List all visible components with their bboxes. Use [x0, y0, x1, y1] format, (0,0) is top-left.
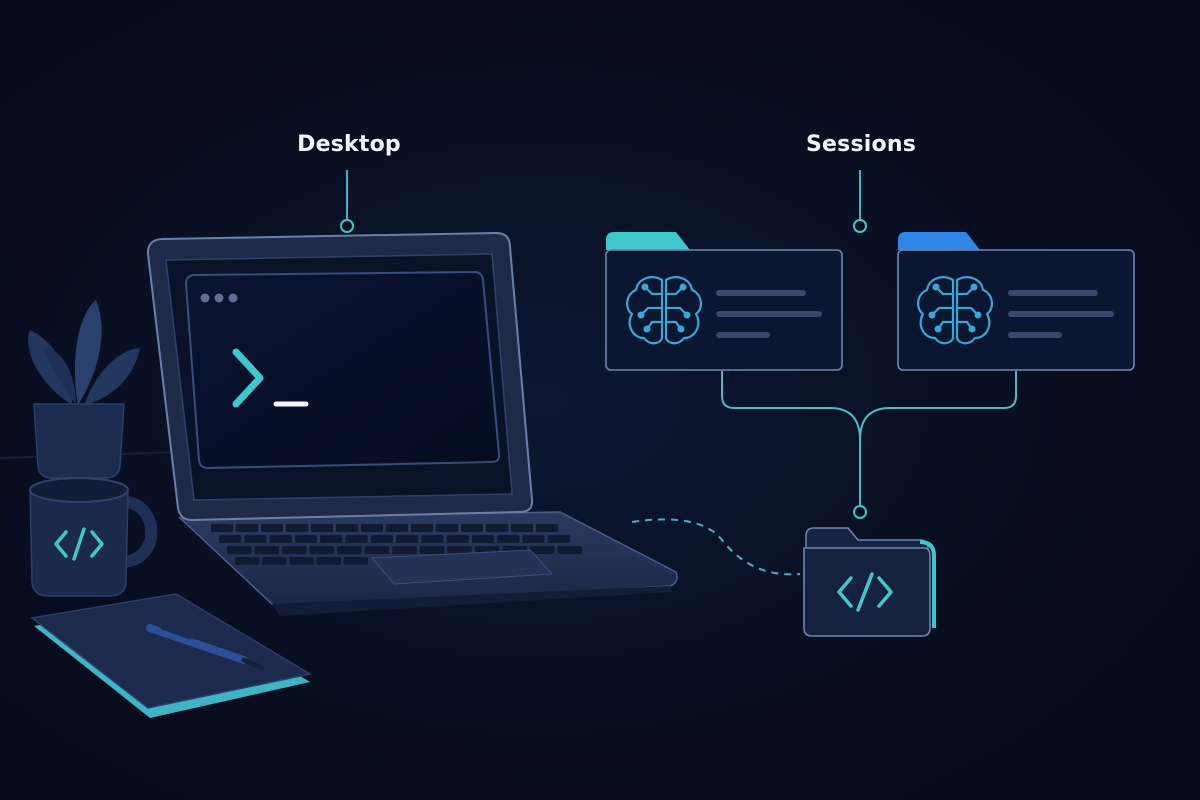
brain-icon: [917, 276, 993, 345]
keyboard-key: [211, 524, 233, 532]
keyboard-key: [309, 546, 335, 554]
laptop: [146, 231, 678, 616]
folder-front: [803, 547, 931, 637]
keyboard-key: [345, 535, 368, 543]
keyboard-key: [536, 524, 558, 532]
keyboard-key: [436, 524, 458, 532]
mug-rim: [29, 477, 129, 503]
notebook: [30, 593, 313, 718]
keyboard-key: [370, 535, 393, 543]
keyboard-key: [447, 546, 472, 554]
keyboard-key: [316, 557, 341, 565]
keyboard-key: [419, 546, 445, 554]
session-card-2: [897, 232, 1135, 371]
keyboard-key: [557, 546, 582, 554]
keyboard-key: [511, 524, 533, 532]
session-panel: [605, 249, 843, 371]
notebook-cover: [30, 593, 313, 709]
window-control-dot: [200, 293, 210, 303]
keyboard-key: [320, 535, 343, 543]
keyboard-key: [336, 524, 358, 532]
keyboard-key: [294, 535, 318, 543]
merge-connector-left: [721, 371, 861, 506]
session-card-1: [605, 232, 843, 371]
keyboard-key: [244, 535, 267, 543]
keyboard-key: [254, 546, 279, 554]
keyboard-key: [411, 524, 433, 532]
text-placeholder-line: [1008, 311, 1114, 317]
folder-teal-edge: [919, 540, 936, 628]
plant-leaf: [74, 300, 102, 405]
mug-handle: [121, 496, 158, 568]
keyboard-key: [486, 524, 508, 532]
keyboard-key: [227, 546, 252, 554]
keyboard-key: [269, 535, 292, 543]
keyboard-key: [364, 546, 390, 554]
pen: [146, 624, 265, 671]
keyboard-key: [421, 535, 444, 543]
plant-leaf: [84, 348, 140, 405]
plant: [28, 300, 140, 479]
keyboard-key: [235, 557, 260, 565]
text-placeholder-line: [716, 332, 770, 338]
plant-leaf: [28, 330, 72, 405]
text-placeholder-line: [716, 311, 822, 317]
keyboard-key: [282, 546, 307, 554]
keyboard-key: [261, 524, 283, 532]
sessions-label: Sessions: [806, 132, 916, 157]
keyboard-key: [461, 524, 483, 532]
keyboard-key: [471, 535, 495, 543]
brain-icon: [626, 276, 702, 345]
keyboard-key: [392, 546, 417, 554]
merge-connector-right: [859, 371, 1017, 441]
keyboard-key: [311, 524, 333, 532]
keyboard-key: [396, 535, 419, 543]
terminal-window: [184, 270, 501, 470]
pen-body: [146, 624, 248, 664]
keyboard-key: [219, 535, 242, 543]
keyboard-key: [547, 535, 570, 543]
keyboard-key: [262, 557, 287, 565]
keyboard-key: [286, 524, 308, 532]
window-control-dot: [214, 293, 224, 303]
prompt-chevron-icon: [232, 348, 264, 408]
dashed-link: [631, 518, 801, 576]
trackpad: [370, 549, 554, 585]
plant-pot: [33, 403, 125, 479]
code-icon: [54, 527, 104, 561]
keyboard-key: [343, 557, 368, 565]
folder-tab: [898, 232, 980, 250]
window-control-dot: [228, 293, 238, 303]
keyboard-key: [522, 535, 545, 543]
project-folder: [803, 527, 936, 637]
folder-tab: [606, 232, 690, 250]
keyboard-key: [289, 557, 314, 565]
keyboard-key: [446, 535, 469, 543]
text-placeholder-line: [1008, 332, 1062, 338]
keyboard-key: [337, 546, 362, 554]
laptop-base-front: [272, 586, 672, 616]
keyboard-key: [236, 524, 258, 532]
coffee-mug: [29, 477, 158, 597]
keyboard-key: [497, 535, 520, 543]
merge-connector-node: [853, 505, 867, 519]
pen-tip: [241, 657, 265, 671]
sessions-connector-node: [853, 219, 867, 233]
pen-clip: [160, 626, 192, 640]
code-icon: [837, 572, 893, 612]
desktop-label: Desktop: [297, 132, 401, 157]
session-panel: [897, 249, 1135, 371]
plant-leaf: [44, 346, 76, 405]
text-placeholder-line: [716, 290, 806, 296]
desktop-connector-node: [340, 219, 354, 233]
text-placeholder-line: [1008, 290, 1098, 296]
keyboard-key: [529, 546, 555, 554]
keyboard-key: [386, 524, 408, 532]
keyboard-key: [361, 524, 383, 532]
